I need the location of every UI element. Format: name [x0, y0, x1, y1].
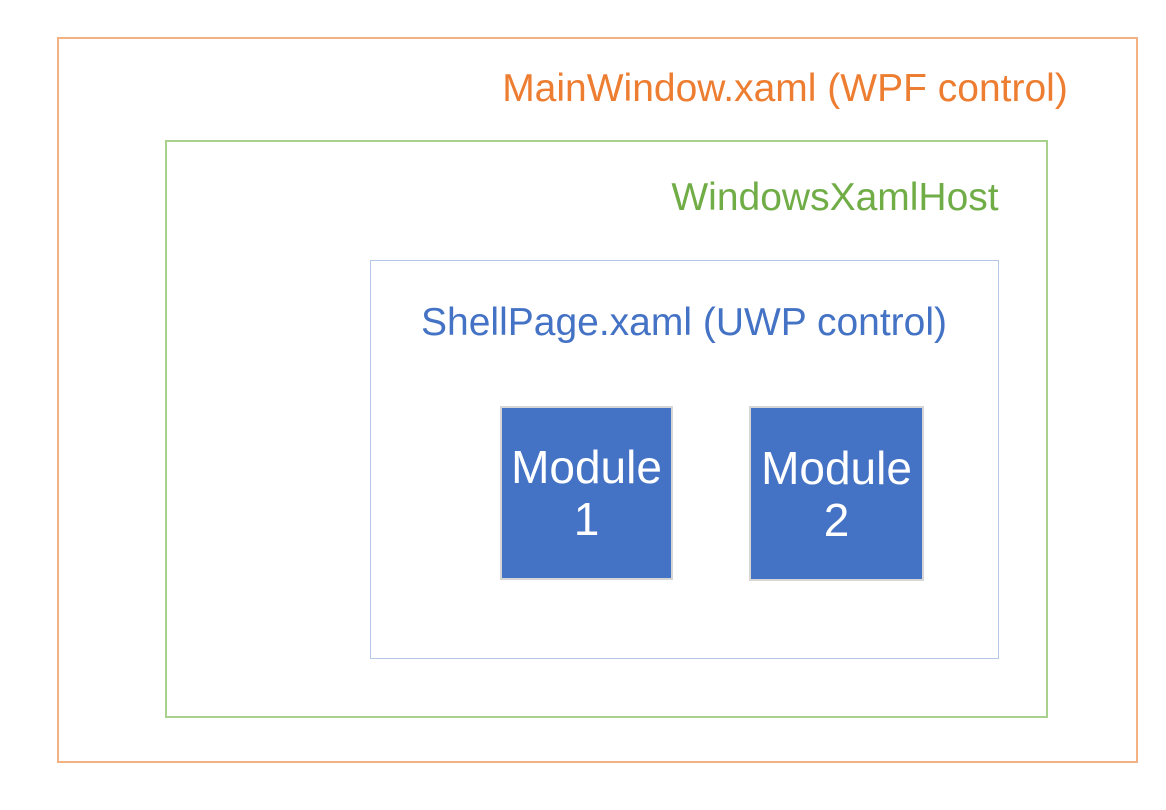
- windowsxamlhost-box: [165, 140, 1048, 718]
- shellpage-box: [370, 260, 999, 659]
- shellpage-label: ShellPage.xaml (UWP control): [421, 301, 947, 344]
- module-2-label: Module 2: [761, 441, 912, 546]
- module-1-box: Module 1: [500, 406, 673, 580]
- mainwindow-box: [57, 37, 1138, 763]
- module-1-label: Module 1: [511, 441, 662, 545]
- module-2-box: Module 2: [749, 406, 924, 581]
- mainwindow-label: MainWindow.xaml (WPF control): [502, 67, 1068, 110]
- windowsxamlhost-label: WindowsXamlHost: [671, 176, 999, 219]
